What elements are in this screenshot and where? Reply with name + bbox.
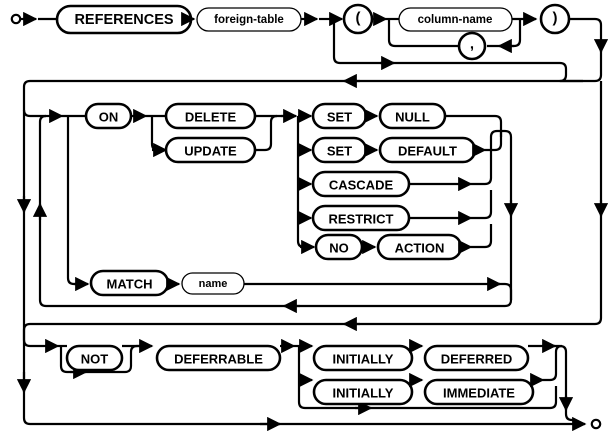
node-default-label: DEFAULT	[398, 144, 457, 159]
line-sec3-entry	[22, 330, 44, 348]
node-set-null-set-label: SET	[327, 110, 352, 125]
node-immediate-label: IMMEDIATE	[443, 386, 515, 401]
node-initially-deferred-label: INITIALLY	[333, 352, 394, 367]
line-cascade-join	[471, 137, 493, 186]
line-initially-skip	[297, 346, 388, 410]
line-default-join	[485, 137, 503, 152]
line-not-bypass	[59, 344, 138, 374]
node-initially-immediate	[312, 378, 414, 406]
node-column-name-label: column-name	[418, 14, 493, 26]
node-restrict-label: RESTRICT	[329, 212, 394, 227]
line-initially-skip-join	[388, 386, 558, 410]
node-comma	[457, 31, 487, 61]
line-paren-bypass	[332, 19, 560, 65]
line-actions-merge-down	[489, 129, 513, 300]
node-match-label: MATCH	[107, 277, 153, 292]
line-sec2-repeat	[38, 114, 513, 308]
node-delete-label: DELETE	[185, 110, 237, 125]
node-foreign-table-label: foreign-table	[214, 14, 284, 26]
line-sec2-left-down	[22, 79, 320, 110]
node-null-label: NULL	[395, 110, 430, 125]
node-comma-label: ,	[470, 36, 474, 53]
line-comma-loop-left	[387, 19, 459, 48]
node-update-label: UPDATE	[184, 144, 237, 159]
node-initially-deferred	[312, 344, 414, 372]
line-sec1-to-sec2	[320, 60, 603, 83]
node-immediate	[423, 378, 535, 406]
line-name-join	[490, 282, 513, 300]
start-terminal	[10, 13, 22, 25]
line-to-match-branch	[66, 116, 80, 286]
node-deferred-label: DEFERRED	[441, 352, 513, 367]
node-action-label: ACTION	[395, 241, 445, 256]
line-update-merge	[255, 114, 294, 152]
node-deferred	[423, 344, 530, 372]
node-deferrable	[155, 344, 282, 372]
line-sec2-exit	[320, 81, 603, 326]
node-not	[65, 344, 124, 372]
line-action-chooser	[296, 116, 310, 249]
end-terminal	[590, 418, 602, 430]
node-name-label: name	[199, 278, 228, 290]
line-restrict-join	[471, 190, 493, 220]
node-lparen-label: (	[356, 10, 361, 27]
node-rparen-label: )	[553, 10, 558, 27]
line-sec3-left	[22, 322, 320, 331]
node-cascade-label: CASCADE	[329, 178, 394, 193]
node-deferrable-label: DEFERRABLE	[174, 352, 263, 367]
line-to-update	[150, 116, 162, 152]
node-on-label: ON	[99, 110, 119, 125]
line-action-join	[471, 224, 493, 249]
node-set-default-set-label: SET	[327, 144, 352, 159]
line-null-out	[445, 114, 503, 137]
node-not-label: NOT	[81, 352, 109, 367]
line-bypass-join	[558, 61, 583, 83]
line-comma-loop-right	[487, 19, 522, 48]
line-immediate-join	[543, 344, 563, 382]
line-rparen-out	[569, 17, 603, 60]
node-references-label: REFERENCES	[74, 12, 173, 28]
line-final-merge	[564, 413, 581, 425]
node-initially-immediate-label: INITIALLY	[333, 386, 394, 401]
node-no-label: NO	[329, 241, 349, 256]
line-sec3-skip	[22, 330, 560, 426]
line-sec2-entry	[22, 109, 46, 118]
